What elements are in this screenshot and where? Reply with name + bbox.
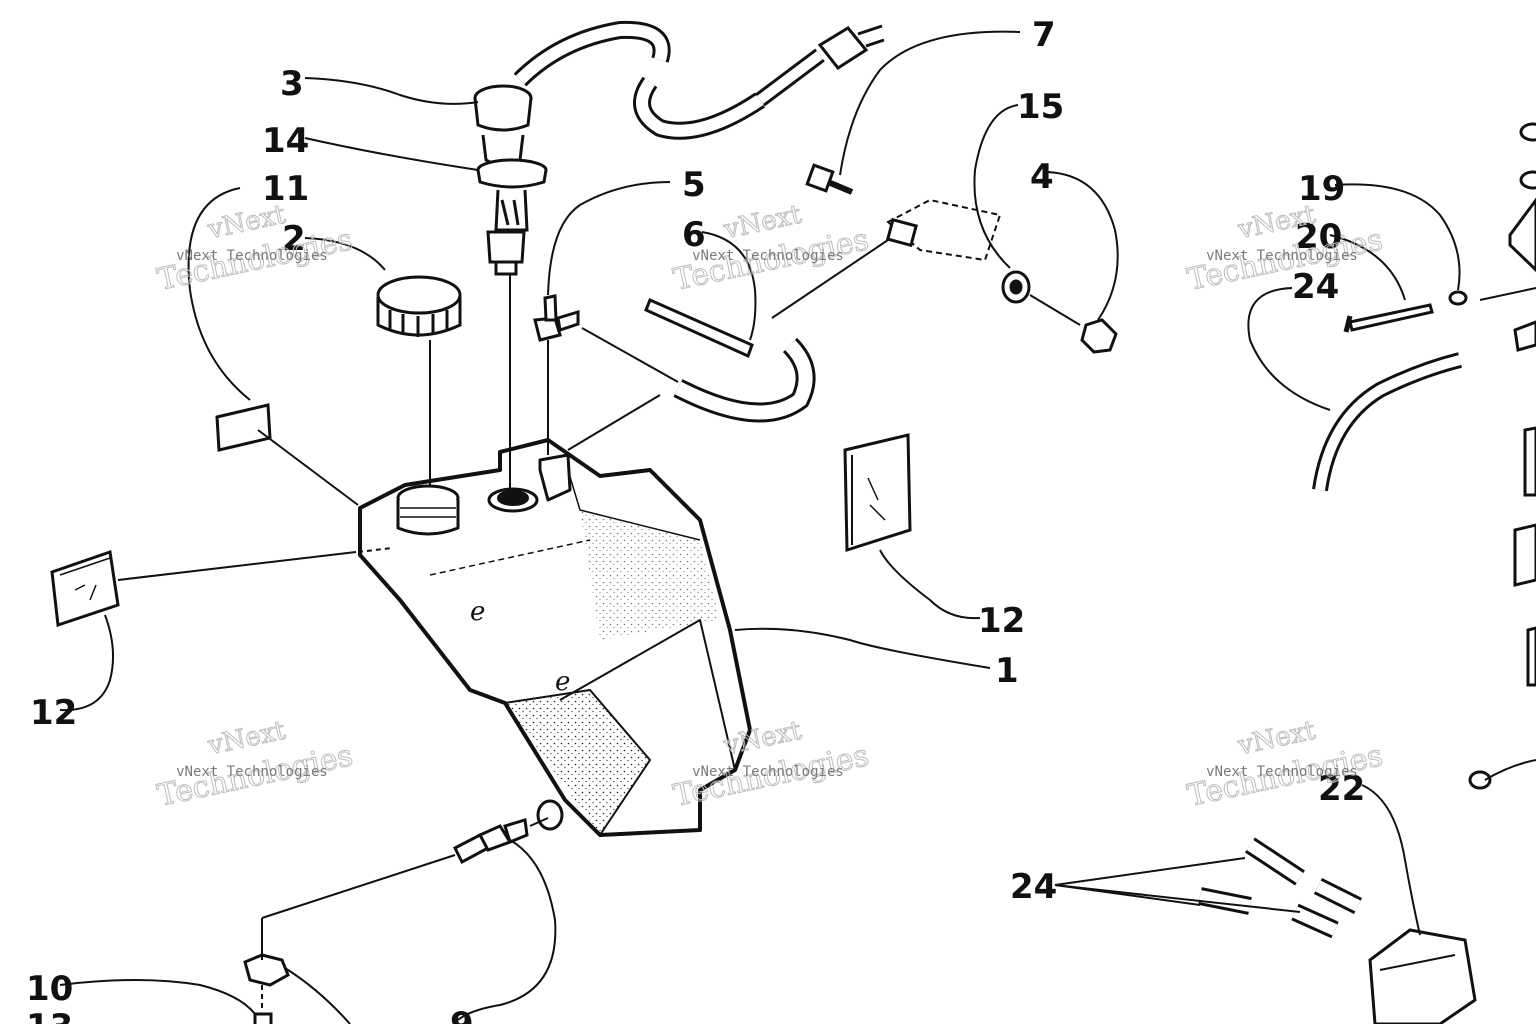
callout-2: 2 xyxy=(282,219,306,259)
fuel-pump xyxy=(1368,770,1492,1024)
svg-text:vNext Technologies: vNext Technologies xyxy=(1206,764,1358,780)
hose-pieces-24 xyxy=(1198,837,1363,939)
watermark-top-left: vNext Technologies vNext Technologies xyxy=(154,199,356,298)
fuel-line-right xyxy=(1312,352,1462,492)
decal-left xyxy=(50,549,120,628)
svg-text:vNext Technologies: vNext Technologies xyxy=(176,764,328,780)
oil-tank: e e xyxy=(358,438,752,837)
level-sender xyxy=(473,20,885,276)
callout-20: 20 xyxy=(1295,217,1342,257)
svg-text:vNext Technologies: vNext Technologies xyxy=(692,248,844,264)
decal-right xyxy=(843,433,912,553)
callout-14: 14 xyxy=(262,121,309,161)
pump-assembly-top xyxy=(1343,122,1536,687)
vent-hose-straight xyxy=(644,298,754,359)
callout-15: 15 xyxy=(1017,87,1064,127)
filler-cap xyxy=(376,275,462,337)
callout-13: 13 xyxy=(26,1007,73,1024)
svg-text:e: e xyxy=(555,667,570,697)
outlet-fitting xyxy=(452,818,529,865)
callout-11: 11 xyxy=(262,169,309,209)
callout-24-right: 24 xyxy=(1292,267,1339,307)
callout-6: 6 xyxy=(682,215,706,255)
vent-hose-bent xyxy=(673,337,816,423)
callout-7: 7 xyxy=(1032,15,1056,55)
callout-10: 10 xyxy=(26,969,73,1009)
assembly-lines xyxy=(117,239,1081,1012)
bracket-bolt-assembly xyxy=(805,163,1118,354)
svg-text:vNext Technologies: vNext Technologies xyxy=(692,764,844,780)
callout-4: 4 xyxy=(1030,157,1054,197)
callout-12-left: 12 xyxy=(30,693,77,733)
pad-11 xyxy=(215,403,272,452)
callout-22: 22 xyxy=(1318,769,1365,809)
watermark-bottom-left: vNext Technologies vNext Technologies xyxy=(154,715,356,814)
leader-lines xyxy=(59,30,1536,1024)
callout-19: 19 xyxy=(1298,169,1345,209)
watermark-top-right: vNext Technologies vNext Technologies xyxy=(1184,199,1386,298)
callout-12-right: 12 xyxy=(978,601,1025,641)
callout-24-bottom: 24 xyxy=(1010,867,1057,907)
callout-3: 3 xyxy=(280,64,304,104)
callout-9: 9 xyxy=(450,1005,474,1024)
clamp-fitting xyxy=(243,953,290,1024)
vent-fitting xyxy=(533,294,580,342)
svg-text:vNext Technologies: vNext Technologies xyxy=(1206,248,1358,264)
svg-text:vNext Technologies: vNext Technologies xyxy=(176,248,328,264)
svg-text:e: e xyxy=(470,597,485,627)
callout-1: 1 xyxy=(995,651,1019,691)
callout-5: 5 xyxy=(682,165,706,205)
callout-numbers: 1 2 3 4 5 6 7 9 10 11 12 12 13 14 15 19 … xyxy=(26,15,1365,1024)
